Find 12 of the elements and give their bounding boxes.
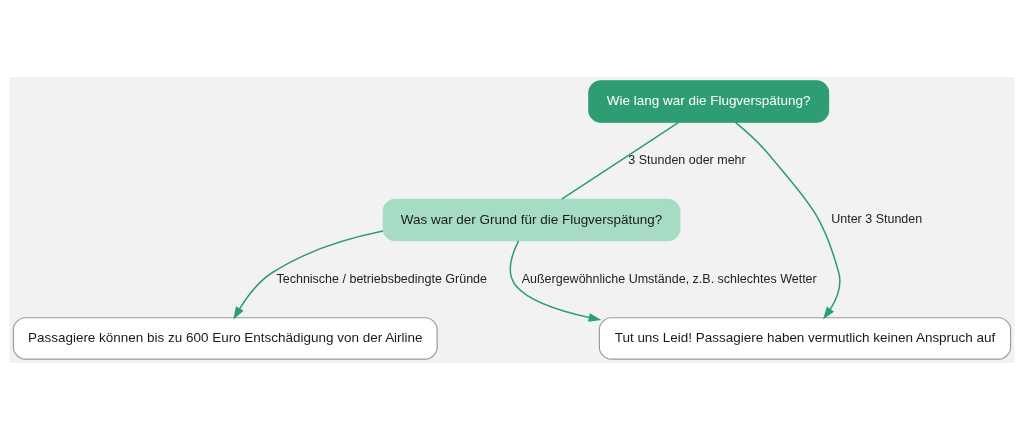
edge-label: Unter 3 Stunden <box>831 211 923 226</box>
node-box: Tut uns Leid! Passagiere haben vermutlich keinen Anspruch auf <box>598 316 1012 360</box>
connector <box>560 121 680 200</box>
node-box: Wie lang war die Flugverspätung? <box>588 79 830 123</box>
node-box: Passagiere können bis zu 600 Euro Entschädigung von der Airline <box>12 316 438 360</box>
edge-label: 3 Stunden oder mehr <box>628 152 746 167</box>
edge-label: Außergewöhnliche Umstände, z.B. schlechtes Wetter <box>521 271 817 285</box>
edge-label: Technische / betriebsbedingte Gründe <box>276 271 488 285</box>
arrow <box>509 239 602 322</box>
arrow <box>233 229 384 320</box>
arrow <box>734 121 841 319</box>
node-box: Was war der Grund für die Flugverspätung? <box>382 198 681 241</box>
